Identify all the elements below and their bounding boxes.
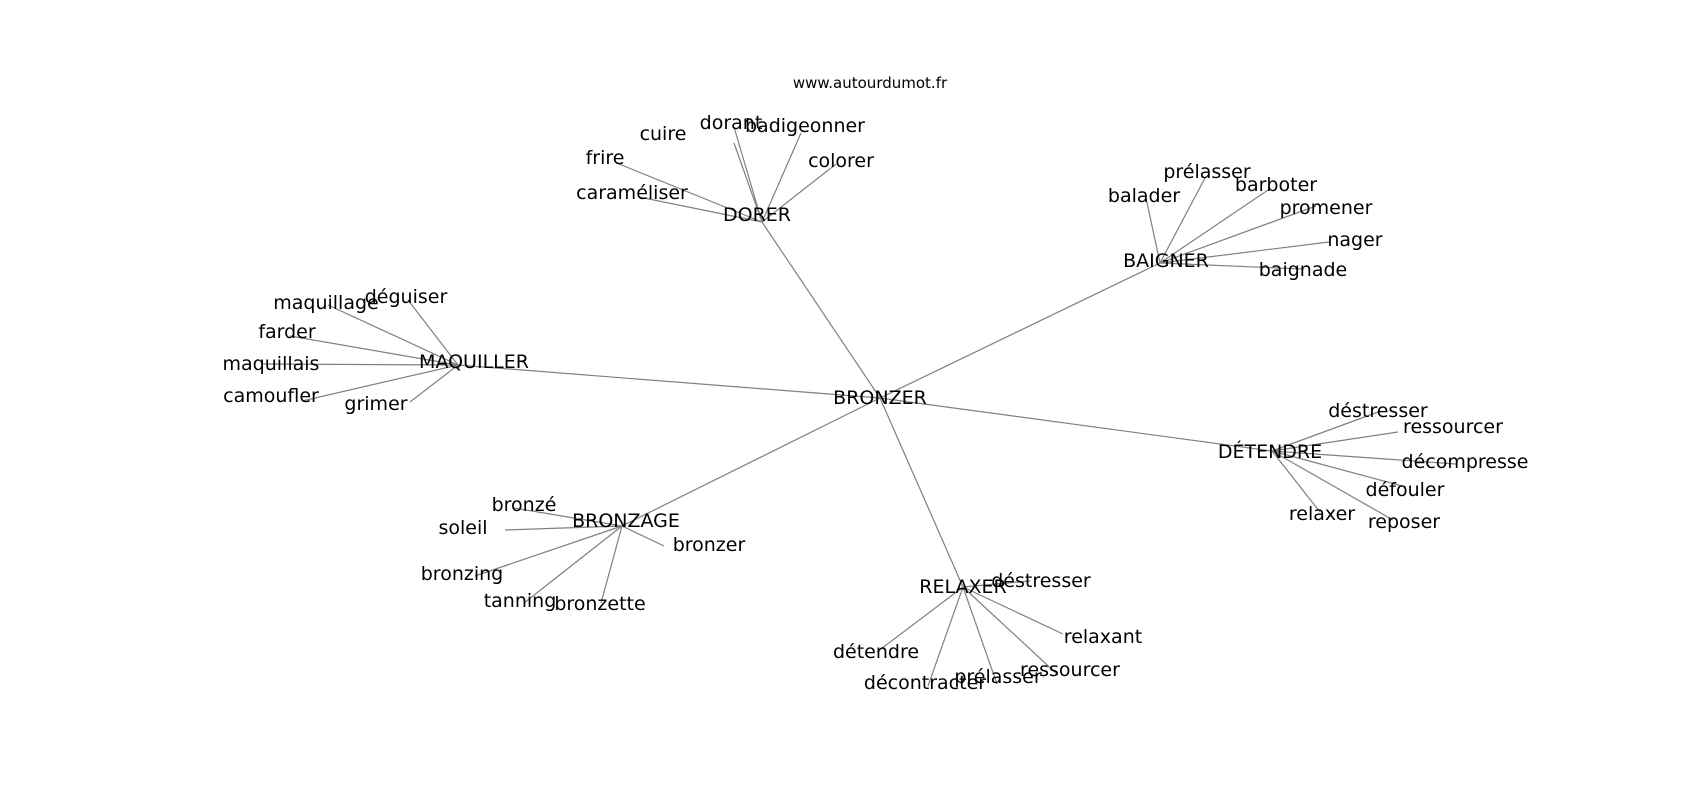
word-node-label: tanning (484, 590, 557, 612)
word-node-label: baignade (1259, 259, 1347, 281)
word-node-label: défouler (1366, 479, 1445, 501)
center-to-hub-edge (879, 262, 1161, 399)
hub-node-label: RELAXER (919, 576, 1006, 598)
word-node-label: reposer (1368, 511, 1440, 533)
hub-to-word-edge (1159, 189, 1269, 264)
word-node-label: relaxer (1289, 503, 1355, 525)
hub-to-word-edge (1159, 177, 1206, 264)
hub-to-word-edge (618, 163, 763, 223)
word-node-label: ressourcer (1403, 416, 1503, 438)
hub-to-word-edge (474, 525, 623, 577)
word-node-label: barboter (1235, 174, 1317, 196)
hub-to-word-edge (1159, 241, 1330, 264)
word-node-label: bronzette (554, 593, 645, 615)
hub-to-word-edge (1271, 450, 1407, 488)
word-node-label: promener (1280, 197, 1373, 219)
hub-to-word-edge (876, 586, 964, 653)
hub-to-word-edge (1271, 450, 1321, 513)
center-to-hub-edge (457, 364, 881, 399)
word-node-label: décontracter (864, 672, 986, 694)
hub-to-word-edge (1159, 262, 1303, 270)
hub-to-word-edge (327, 304, 459, 366)
center-to-hub-edge (761, 221, 881, 399)
word-node-label: prélasser (1163, 161, 1251, 183)
hub-to-word-edge (289, 335, 459, 366)
hub-to-word-edge (504, 525, 623, 531)
word-node-label: farder (258, 321, 316, 343)
hub-to-word-edge (962, 586, 1059, 676)
word-node-label: décompresse (1402, 451, 1529, 473)
hub-to-word-edge (600, 525, 623, 604)
source-credit: www.autourdumot.fr (793, 74, 948, 92)
hub-node-label: DORER (723, 204, 791, 226)
word-node-label: ressourcer (1020, 659, 1120, 681)
hub-to-word-edge (301, 364, 459, 402)
hub-to-word-edge (761, 132, 802, 223)
graph-edges (262, 126, 1457, 687)
hub-to-word-edge (962, 586, 1064, 635)
word-node-label: dorant (700, 112, 763, 134)
word-node-label: relaxant (1064, 626, 1142, 648)
hub-node-label: BRONZAGE (572, 510, 680, 532)
hub-to-word-edge (523, 525, 623, 604)
word-node-label: soleil (438, 517, 487, 539)
hub-to-word-edge (513, 507, 623, 527)
word-node-label: badigeonner (745, 115, 865, 137)
word-node-label: frire (586, 147, 625, 169)
hub-to-word-edge (1159, 205, 1317, 264)
word-node-label: déstresser (991, 570, 1091, 592)
center-to-hub-edge (621, 397, 881, 527)
hub-to-word-edge (621, 525, 665, 547)
hub-node-label: MAQUILLER (419, 351, 529, 373)
hub-to-word-edge (962, 580, 1031, 588)
hub-to-word-edge (409, 364, 459, 403)
word-node-label: bronzer (673, 534, 746, 556)
center-node-label: BRONZER (833, 387, 927, 409)
word-node-label: prélasser (954, 666, 1042, 688)
word-node-label: maquillage (273, 292, 378, 314)
word-node-label: caraméliser (576, 182, 688, 204)
word-node-label: maquillais (223, 353, 320, 375)
hub-to-word-edge (407, 299, 459, 366)
hub-to-word-edge (927, 586, 964, 687)
hub-to-word-edge (1145, 197, 1161, 264)
word-node-label: déstresser (1328, 400, 1428, 422)
word-node-label: déguiser (365, 286, 448, 308)
hub-node-label: BAIGNER (1123, 250, 1209, 272)
hub-to-word-edge (638, 196, 763, 223)
hub-to-word-edge (1271, 411, 1379, 452)
hub-to-word-edge (1271, 450, 1394, 521)
word-node-label: bronzé (492, 494, 557, 516)
word-node-label: balader (1108, 185, 1180, 207)
word-node-label: bronzing (421, 563, 503, 585)
word-node-label: colorer (808, 150, 874, 172)
center-to-hub-edge (879, 397, 1273, 452)
hub-to-word-edge (262, 363, 459, 366)
word-node-label: détendre (833, 641, 919, 663)
hub-to-word-edge (733, 126, 763, 223)
word-node-label: nager (1327, 229, 1382, 251)
hub-node-label: DÉTENDRE (1218, 440, 1322, 463)
hub-to-word-edge (1271, 450, 1457, 465)
hub-to-word-edge (962, 586, 998, 685)
word-node-label: cuire (640, 123, 687, 145)
hub-to-word-edge (1271, 431, 1399, 452)
word-node-label: grimer (344, 393, 407, 415)
hub-to-word-edge (761, 163, 837, 223)
center-to-hub-edge (879, 397, 964, 588)
word-node-label: camoufler (223, 385, 319, 407)
hub-to-word-edge (733, 142, 763, 223)
